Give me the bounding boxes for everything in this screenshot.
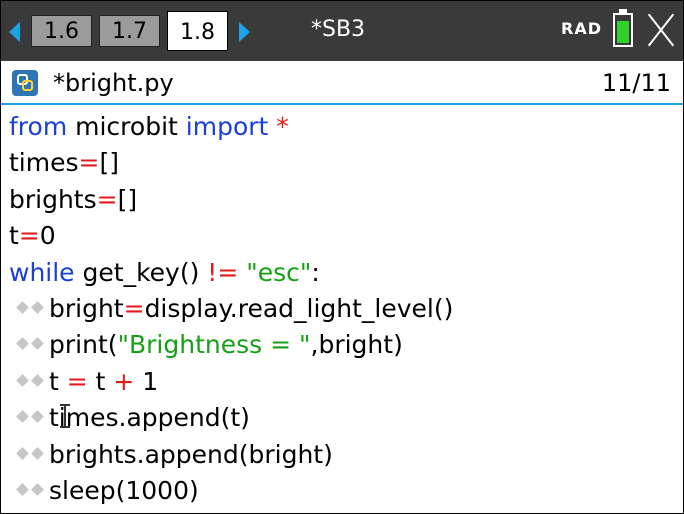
python-icon <box>12 70 38 96</box>
operator: = <box>123 293 145 323</box>
code-editor[interactable]: from microbit import * times=[] brights=… <box>9 109 679 509</box>
colon: : <box>311 257 320 287</box>
identifier: brights <box>9 184 97 214</box>
previous-page-arrow-icon[interactable] <box>9 22 20 42</box>
indent-marker-icon <box>9 407 49 427</box>
value: [] <box>99 148 119 178</box>
close-icon[interactable] <box>647 12 675 48</box>
indent-marker-icon <box>9 298 49 318</box>
operator: + <box>113 366 135 396</box>
keyword: import <box>185 112 269 141</box>
value: 1 <box>134 366 159 396</box>
module-name: microbit <box>67 112 186 141</box>
tab-1-8[interactable]: 1.8 <box>167 11 228 51</box>
code-line-7[interactable]: print("Brightness = ",bright) <box>9 327 679 363</box>
next-page-arrow-icon[interactable] <box>239 22 250 42</box>
indent-marker-icon <box>9 480 49 500</box>
code-line-6[interactable]: bright=display.read_light_level() <box>9 291 679 327</box>
tab-1-7[interactable]: 1.7 <box>99 15 160 47</box>
operator: = <box>18 221 40 251</box>
line-position: 11/11 <box>601 69 671 97</box>
code-line-4[interactable]: t=0 <box>9 218 679 254</box>
indent-marker-icon <box>9 371 49 391</box>
operator: * <box>268 112 289 141</box>
function-call: get_key() <box>74 257 208 287</box>
code-line-2[interactable]: times=[] <box>9 145 679 181</box>
value: 0 <box>39 221 56 251</box>
battery-icon <box>613 9 633 47</box>
statement: sleep(1000) <box>49 475 199 505</box>
code-line-5[interactable]: while get_key() != "esc": <box>9 255 679 291</box>
code-line-3[interactable]: brights=[] <box>9 182 679 218</box>
document-title: *SB3 <box>311 17 366 42</box>
status-bar: 1.6 1.7 1.8 *SB3 RAD <box>1 1 683 61</box>
value: [] <box>117 184 138 214</box>
identifier: times <box>9 148 79 178</box>
indent-marker-icon <box>9 444 49 464</box>
keyword: while <box>9 257 75 287</box>
battery-level-fill <box>617 21 629 43</box>
code-line-9[interactable]: times.append(t) <box>9 400 679 436</box>
operator: = <box>66 366 88 396</box>
function-call: print( <box>49 330 118 360</box>
text-cursor-icon <box>59 402 71 432</box>
editor-header: *bright.py 11/11 <box>1 63 683 105</box>
angle-mode-indicator: RAD <box>561 19 602 38</box>
identifier: bright <box>49 293 124 323</box>
function-call: display.read_light_level() <box>144 293 454 323</box>
operator: = <box>78 148 100 178</box>
operator: = <box>96 184 118 214</box>
code-line-8[interactable]: t = t + 1 <box>9 364 679 400</box>
string-literal: "Brightness = " <box>117 330 311 360</box>
code-line-11[interactable]: sleep(1000) <box>9 473 679 509</box>
arguments: ,bright) <box>310 330 403 360</box>
identifier: t <box>87 366 114 396</box>
statement: times.append(t) <box>49 403 250 433</box>
operator: != <box>207 257 239 287</box>
tab-1-6[interactable]: 1.6 <box>31 15 92 47</box>
statement: brights.append(bright) <box>49 439 333 469</box>
string-literal: "esc" <box>246 257 312 287</box>
code-line-1[interactable]: from microbit import * <box>9 109 679 145</box>
identifier: t <box>9 221 19 251</box>
file-name: *bright.py <box>53 69 174 97</box>
indent-marker-icon <box>9 334 49 354</box>
keyword: from <box>9 112 68 141</box>
identifier: t <box>49 366 67 396</box>
code-line-10[interactable]: brights.append(bright) <box>9 437 679 473</box>
